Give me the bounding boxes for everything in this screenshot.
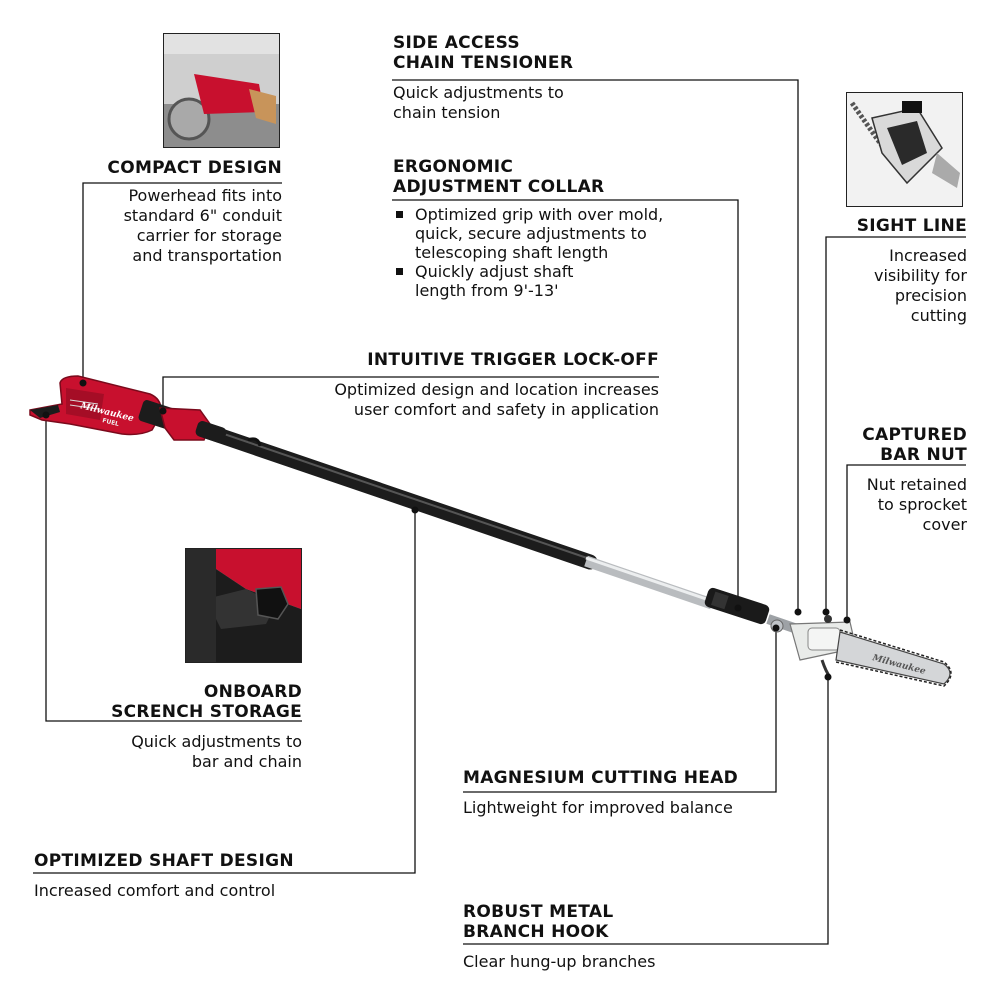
shaft-title: OPTIMIZED SHAFT DESIGN bbox=[34, 851, 294, 871]
trigger-description: Optimized design and location increases … bbox=[334, 380, 659, 419]
callout-ergonomic-collar: ERGONOMIC ADJUSTMENT COLLAR Optimized gr… bbox=[393, 157, 733, 300]
compact-design-description: Powerhead fits into standard 6" conduit … bbox=[123, 186, 282, 265]
leader-sight-line bbox=[825, 236, 966, 612]
callout-side-access: SIDE ACCESS CHAIN TENSIONER Quick adjust… bbox=[393, 33, 693, 123]
ergonomic-title: ERGONOMIC ADJUSTMENT COLLAR bbox=[393, 157, 605, 197]
callout-scrench-storage: ONBOARD SCRENCH STORAGE Quick adjustment… bbox=[60, 682, 302, 772]
callout-magnesium-head: MAGNESIUM CUTTING HEAD Lightweight for i… bbox=[463, 768, 793, 818]
ergonomic-bullet: Quickly adjust shaft length from 9'-13' bbox=[393, 262, 733, 300]
leader-bar-nut bbox=[846, 464, 966, 620]
powerhead bbox=[29, 375, 262, 447]
scrench-title: ONBOARD SCRENCH STORAGE bbox=[111, 682, 302, 722]
shaft-silver bbox=[584, 555, 714, 610]
callout-compact-design: COMPACT DESIGN Powerhead fits into stand… bbox=[60, 158, 282, 266]
side-access-title: SIDE ACCESS CHAIN TENSIONER bbox=[393, 33, 574, 73]
trigger-title: INTUITIVE TRIGGER LOCK-OFF bbox=[367, 350, 659, 370]
leader-trigger bbox=[162, 376, 659, 411]
compact-design-photo bbox=[163, 33, 280, 148]
leader-side-access bbox=[392, 79, 799, 612]
callout-trigger-lock-off: INTUITIVE TRIGGER LOCK-OFF Optimized des… bbox=[259, 350, 659, 420]
bar-nut-title: CAPTURED BAR NUT bbox=[862, 425, 967, 465]
scrench-storage-photo bbox=[185, 548, 302, 663]
leader-compact bbox=[82, 182, 282, 383]
magnesium-description: Lightweight for improved balance bbox=[463, 798, 733, 817]
shaft-description: Increased comfort and control bbox=[34, 881, 276, 900]
svg-text:FUEL: FUEL bbox=[102, 417, 120, 428]
bar-nut-description: Nut retained to sprocket cover bbox=[866, 475, 967, 534]
callout-shaft-design: OPTIMIZED SHAFT DESIGN Increased comfort… bbox=[34, 851, 354, 901]
callout-sight-line: SIGHT LINE Increased visibility for prec… bbox=[820, 216, 967, 326]
callout-branch-hook: ROBUST METAL BRANCH HOOK Clear hung-up b… bbox=[463, 902, 763, 972]
ergonomic-bullets: Optimized grip with over mold, quick, se… bbox=[393, 205, 733, 300]
leader-magnesium bbox=[463, 628, 777, 793]
hook-title: ROBUST METAL BRANCH HOOK bbox=[463, 902, 614, 942]
leader-ergonomic bbox=[392, 199, 739, 608]
shaft-black bbox=[172, 414, 598, 570]
guide-bar bbox=[835, 629, 952, 687]
scrench-description: Quick adjustments to bar and chain bbox=[131, 732, 302, 771]
hook-description: Clear hung-up branches bbox=[463, 952, 656, 971]
leader-scrench bbox=[45, 415, 302, 722]
leader-shaft bbox=[33, 510, 416, 874]
sight-line-description: Increased visibility for precision cutti… bbox=[873, 246, 967, 325]
magnesium-title: MAGNESIUM CUTTING HEAD bbox=[463, 768, 739, 788]
side-access-description: Quick adjustments to chain tension bbox=[393, 83, 564, 122]
callout-captured-bar-nut: CAPTURED BAR NUT Nut retained to sprocke… bbox=[830, 425, 967, 535]
leader-hook bbox=[463, 677, 829, 945]
compact-design-title: COMPACT DESIGN bbox=[107, 158, 282, 178]
ergonomic-bullet: Optimized grip with over mold, quick, se… bbox=[393, 205, 733, 262]
sight-line-title: SIGHT LINE bbox=[856, 216, 967, 236]
sight-line-photo bbox=[846, 92, 963, 207]
